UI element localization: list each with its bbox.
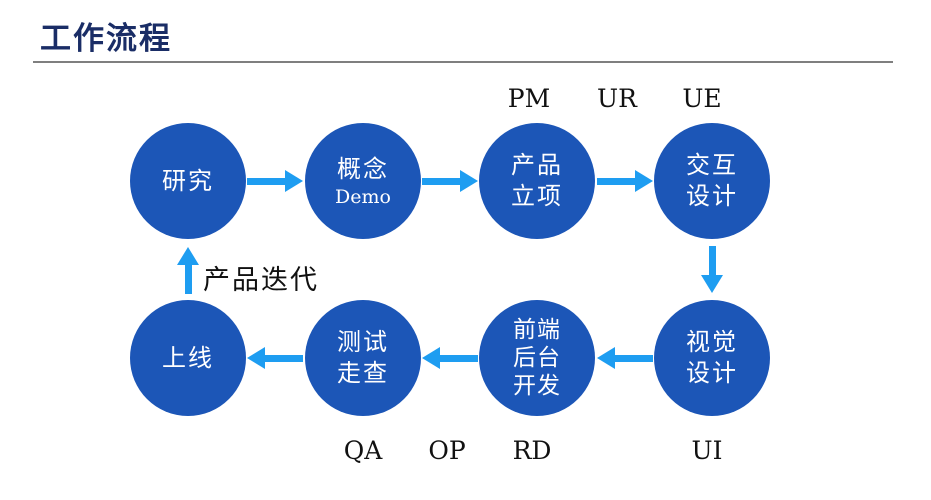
node-label: 研究 [162, 166, 214, 195]
flow-node-launch: 上线 [130, 300, 246, 416]
role-label-ue: UE [682, 84, 722, 113]
arrow-concept-to-product-icon [422, 170, 478, 192]
flow-node-product-initiation: 产品 立项 [479, 123, 595, 239]
node-label: 前端 [513, 317, 561, 343]
arrow-head [177, 247, 199, 265]
iteration-loop-label: 产品迭代 [203, 265, 319, 296]
flow-node-concept-demo: 概念 Demo [305, 123, 421, 239]
node-label: 测试 [337, 328, 389, 356]
arrow-interaction-to-visual-icon [701, 246, 723, 293]
node-label: 后台 [513, 345, 561, 371]
node-label: 上线 [162, 343, 214, 372]
arrow-shaft [264, 355, 303, 362]
flow-node-test-review: 测试 走查 [305, 300, 421, 416]
node-label: 设计 [686, 182, 738, 210]
flow-node-frontend-backend-dev: 前端 后台 开发 [479, 300, 595, 416]
flow-node-interaction-design: 交互 设计 [654, 123, 770, 239]
arrow-shaft [597, 178, 636, 185]
flow-node-visual-design: 视觉 设计 [654, 300, 770, 416]
arrow-research-to-concept-icon [247, 170, 303, 192]
arrow-head [285, 170, 303, 192]
role-label-ui: UI [691, 436, 723, 465]
node-label: 概念 [337, 154, 389, 183]
arrow-head [247, 347, 265, 369]
title-divider-line [33, 61, 893, 63]
arrow-shaft [614, 355, 653, 362]
node-label: 开发 [513, 373, 561, 399]
role-label-rd: RD [512, 436, 552, 465]
arrow-dev-to-test-icon [422, 347, 478, 369]
role-label-ur: UR [597, 84, 637, 113]
arrow-shaft [439, 355, 478, 362]
arrow-head [701, 275, 723, 293]
arrow-shaft [708, 246, 716, 276]
arrow-shaft [247, 178, 286, 185]
arrow-launch-to-research-icon [177, 247, 199, 294]
flow-node-research: 研究 [130, 123, 246, 239]
role-label-op: OP [428, 436, 466, 465]
role-label-qa: QA [343, 436, 383, 465]
role-label-pm: PM [507, 84, 551, 113]
node-label: 产品 [511, 151, 563, 179]
node-label: 立项 [511, 182, 563, 210]
arrow-visual-to-dev-icon [597, 347, 653, 369]
node-label: 交互 [686, 151, 738, 179]
arrow-shaft [184, 264, 192, 294]
arrow-test-to-launch-icon [247, 347, 303, 369]
node-label: 走查 [337, 359, 389, 387]
arrow-shaft [422, 178, 461, 185]
arrow-product-to-interaction-icon [597, 170, 653, 192]
node-label: Demo [335, 185, 391, 208]
arrow-head [422, 347, 440, 369]
arrow-head [597, 347, 615, 369]
node-label: 设计 [686, 359, 738, 387]
page-title: 工作流程 [40, 21, 172, 57]
arrow-head [635, 170, 653, 192]
node-label: 视觉 [686, 328, 738, 356]
arrow-head [460, 170, 478, 192]
